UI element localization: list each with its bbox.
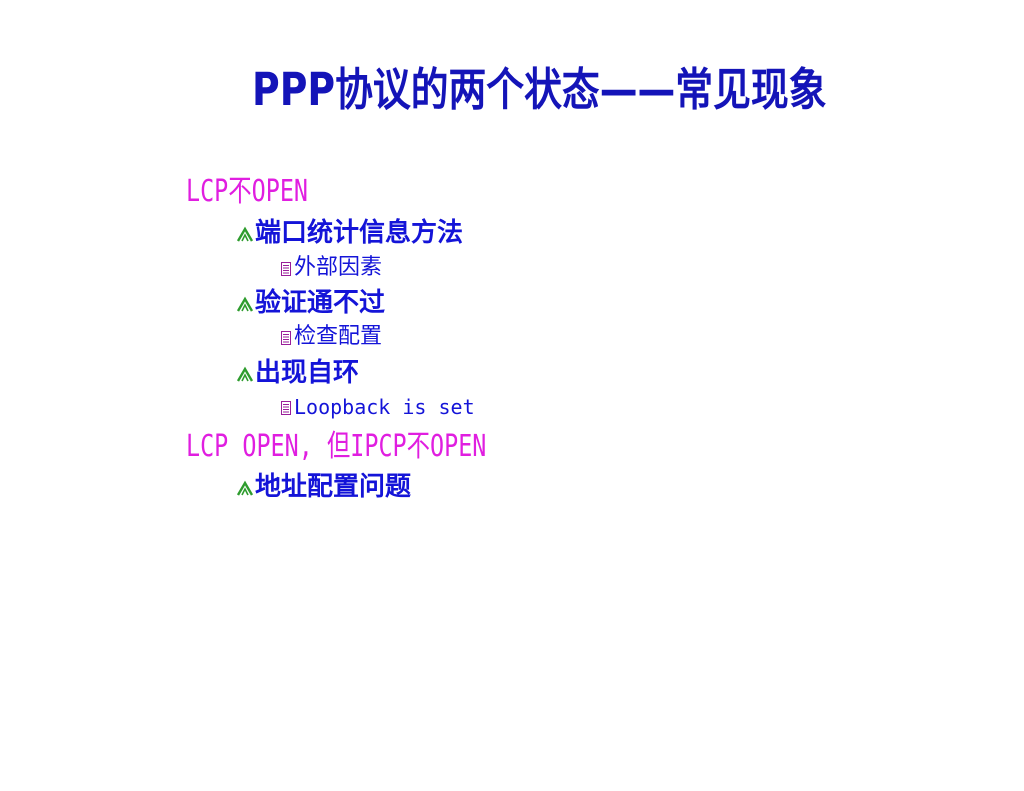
outline-subitem-loopback: 出现自环	[236, 356, 359, 390]
outline-detail-label: 外部因素	[294, 255, 383, 280]
outline-detail-loopback-set: Loopback is set	[281, 393, 475, 421]
outline-detail-label: 检查配置	[294, 324, 383, 349]
green-caret-icon	[236, 226, 254, 242]
slide-title: PPP协议的两个状态——常见现象	[252, 63, 827, 116]
outline-item-ipcp-not-open: LCP OPEN, 但IPCP不OPEN	[186, 429, 487, 464]
green-caret-icon	[236, 366, 254, 382]
outline-subitem-label: 地址配置问题	[255, 472, 412, 502]
lined-square-icon	[281, 331, 291, 345]
lined-square-icon	[281, 262, 291, 276]
outline-subitem-label: 验证通不过	[255, 288, 386, 318]
outline-detail-external-factors: 外部因素	[281, 254, 382, 282]
outline-item-lcp-not-open: LCP不OPEN	[186, 174, 309, 209]
outline-detail-check-config: 检查配置	[281, 323, 382, 351]
outline-subitem-label: 端口统计信息方法	[255, 218, 464, 248]
lined-square-icon	[281, 401, 291, 415]
outline-subitem-auth-failed: 验证通不过	[236, 286, 385, 320]
outline-subitem-address-config: 地址配置问题	[236, 470, 411, 504]
outline-subitem-port-stats: 端口统计信息方法	[236, 216, 463, 250]
outline-subitem-label: 出现自环	[255, 358, 360, 388]
outline-detail-label: Loopback is set	[294, 395, 475, 419]
green-caret-icon	[236, 480, 254, 496]
green-caret-icon	[236, 296, 254, 312]
